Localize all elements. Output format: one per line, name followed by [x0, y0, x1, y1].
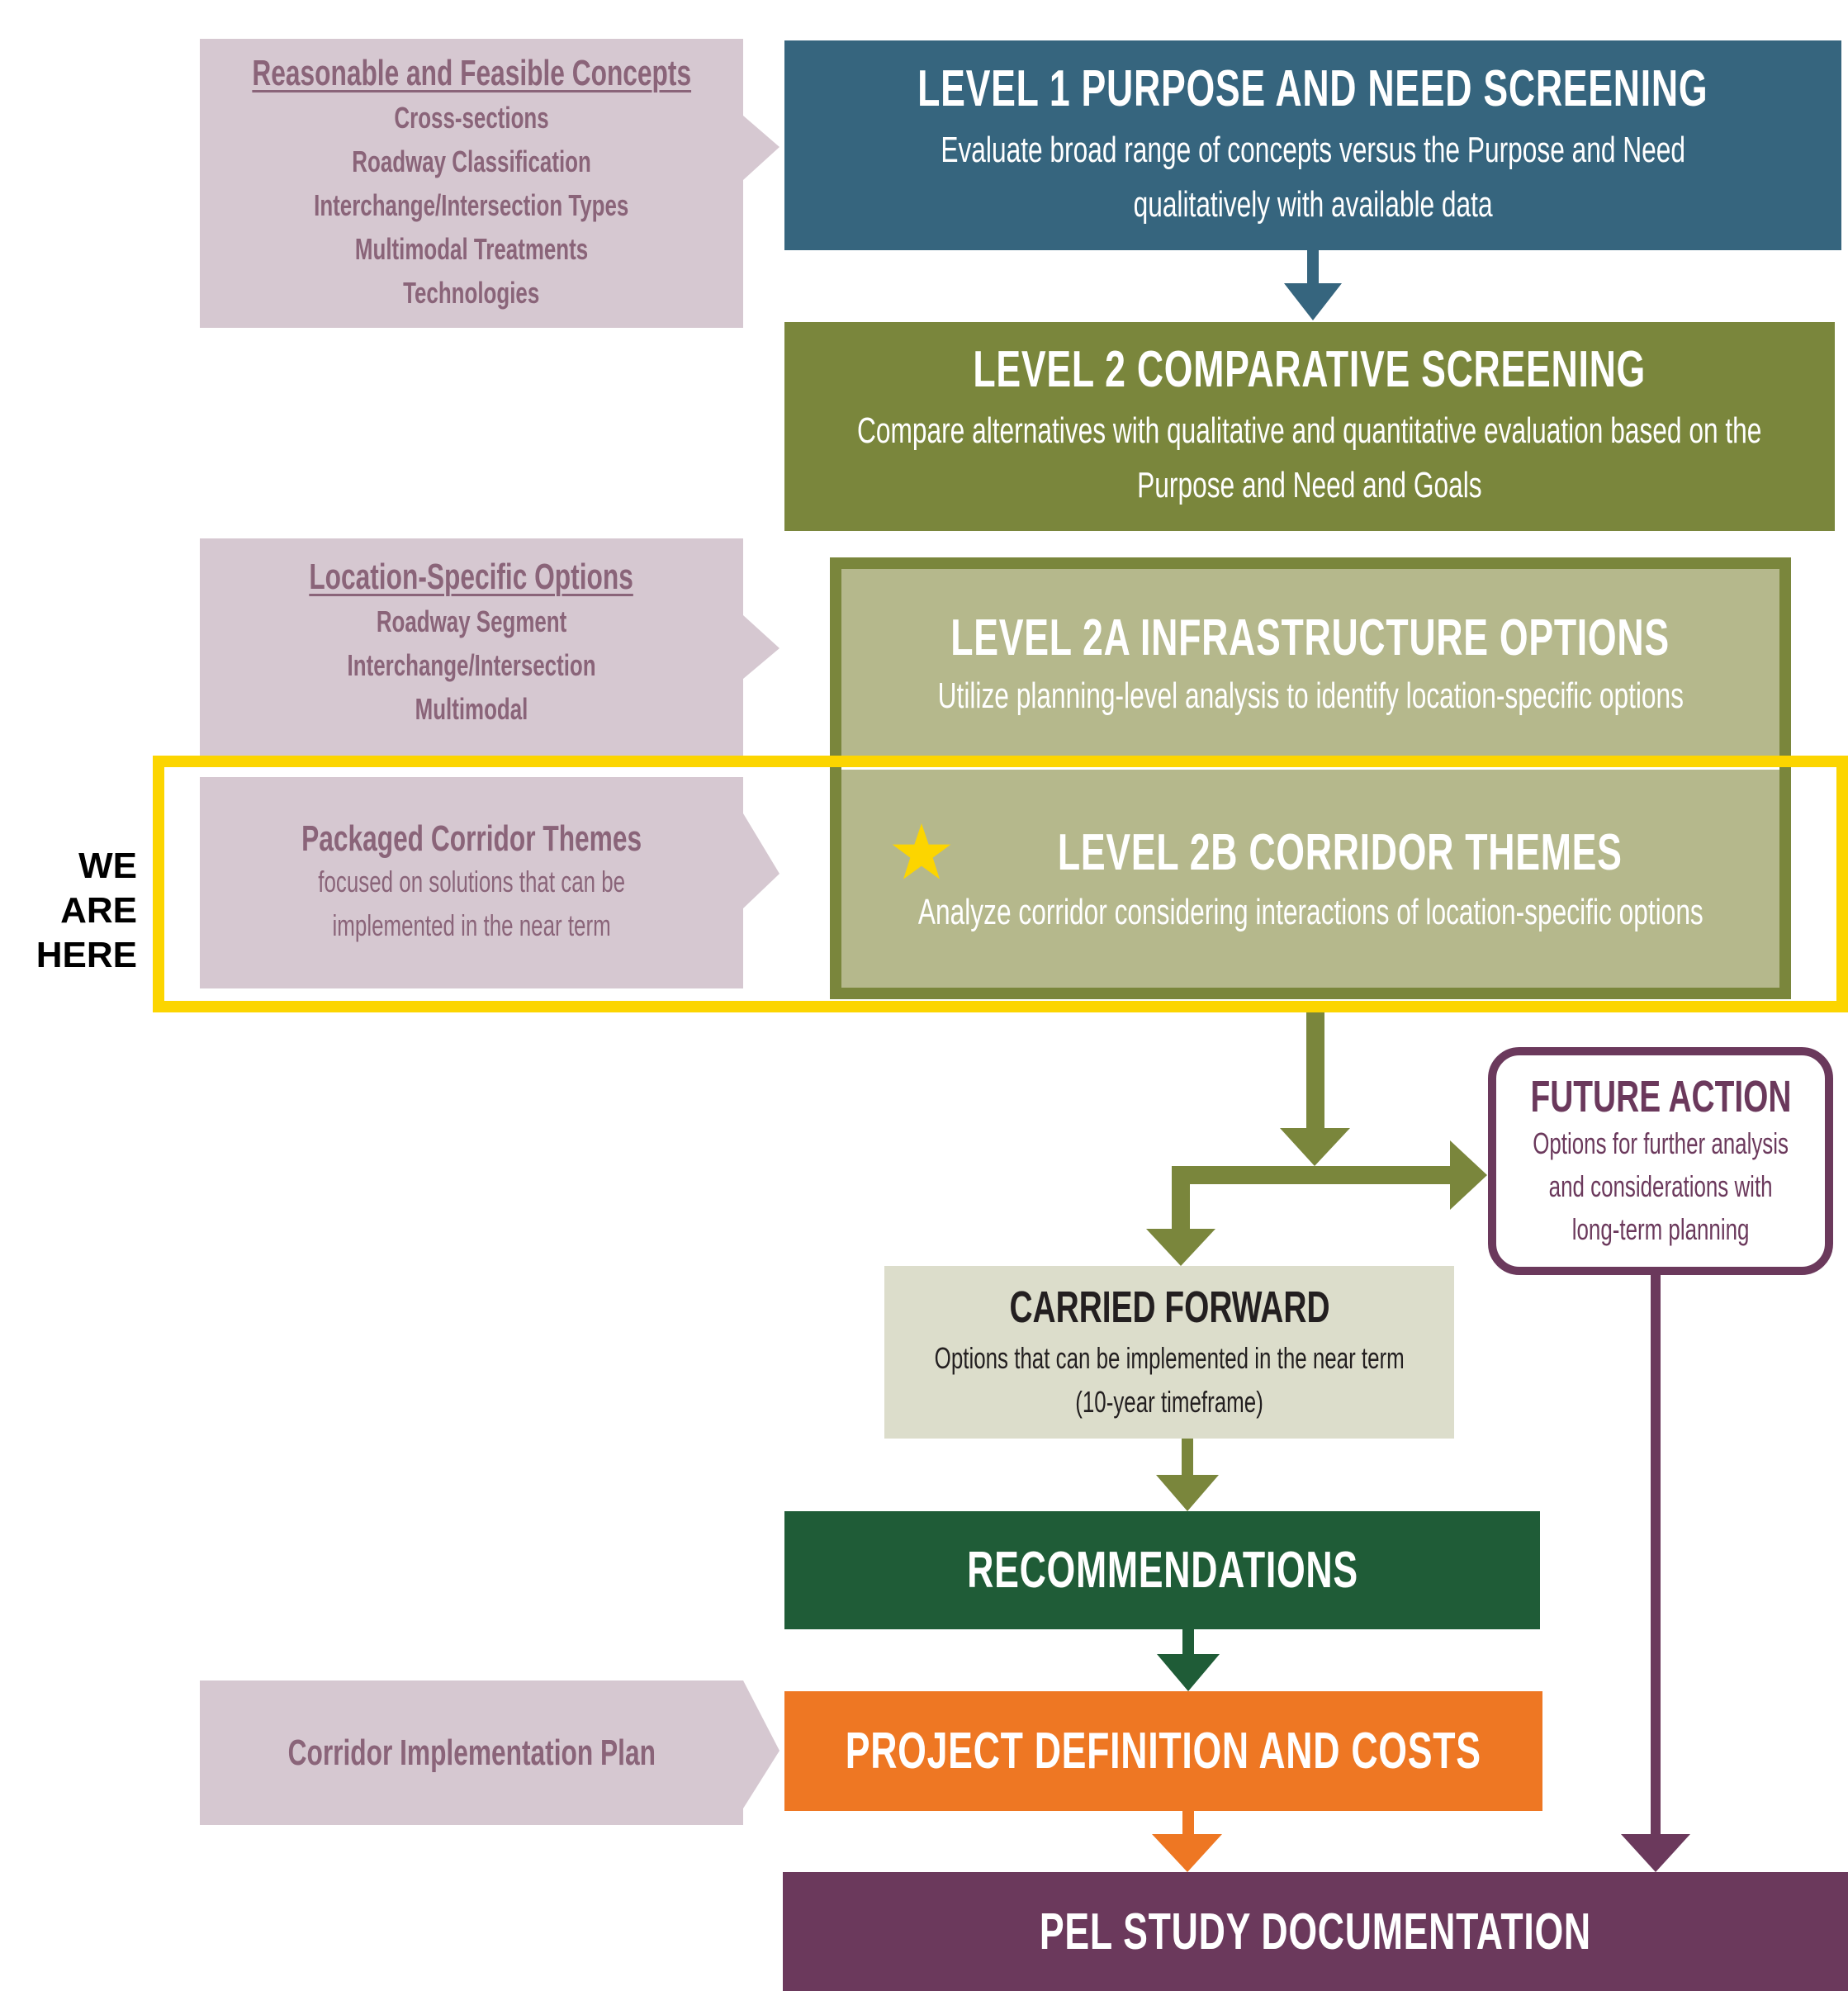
concepts-item: Roadway Classification	[352, 144, 591, 178]
level2-description: Purpose and Need and Goals	[1137, 465, 1482, 505]
arrow-proj-pel-head	[1152, 1834, 1222, 1872]
concepts-item: Cross-sections	[394, 100, 549, 135]
current-stage-highlight	[153, 756, 1848, 1012]
location-item: Roadway Segment	[376, 604, 567, 638]
arrow-future-head	[1450, 1140, 1487, 1210]
level2a-2b-divider	[841, 767, 1779, 770]
concepts-item: Multimodal Treatments	[354, 231, 589, 266]
arrow-split-shaft	[1306, 1012, 1324, 1129]
carried-forward-box: CARRIED FORWARD Options that can be impl…	[884, 1266, 1454, 1439]
recommendations-box: RECOMMENDATIONS	[784, 1511, 1540, 1629]
packaged-subtitle: focused on solutions that can be	[318, 865, 625, 898]
carried-forward-description: Options that can be implemented in the n…	[934, 1340, 1405, 1375]
we-are-here-line: HERE	[36, 935, 137, 975]
location-box: Location-Specific Options Roadway Segmen…	[200, 538, 743, 759]
level1-box: LEVEL 1 PURPOSE AND NEED SCREENING Evalu…	[784, 40, 1841, 250]
level1-title: LEVEL 1 PURPOSE AND NEED SCREENING	[917, 59, 1708, 117]
future-action-box: FUTURE ACTION Options for further analys…	[1488, 1047, 1833, 1275]
location-title: Location-Specific Options	[309, 557, 634, 597]
concepts-item: Interchange/Intersection Types	[314, 187, 629, 222]
carried-forward-title: CARRIED FORWARD	[1008, 1282, 1330, 1332]
location-item: Interchange/Intersection	[347, 648, 596, 682]
arrow-branch-vertical	[1172, 1166, 1190, 1229]
implementation-plan-box: Corridor Implementation Plan	[200, 1680, 743, 1825]
level2b-box: LEVEL 2B CORRIDOR THEMES Analyze corrido…	[841, 772, 1779, 987]
arrow-proj-pel-shaft	[1182, 1811, 1194, 1834]
star-icon	[892, 823, 951, 879]
future-action-description: long-term planning	[1571, 1212, 1750, 1246]
level1-description: Evaluate broad range of concepts versus …	[941, 129, 1685, 170]
level2-description: Compare alternatives with qualitative an…	[857, 410, 1762, 451]
packaged-themes-box: Packaged Corridor Themes focused on solu…	[200, 777, 743, 988]
level2b-description: Analyze corridor considering interaction…	[917, 892, 1703, 932]
project-definition-box: PROJECT DEFINITION AND COSTS	[784, 1691, 1542, 1811]
concepts-title: Reasonable and Feasible Concepts	[252, 52, 691, 93]
arrow-branch-horizontal	[1172, 1166, 1452, 1184]
concepts-item: Technologies	[403, 275, 540, 310]
arrow-l1-l2-head	[1284, 283, 1342, 320]
packaged-title: Packaged Corridor Themes	[301, 818, 642, 859]
pel-documentation-title: PEL STUDY DOCUMENTATION	[1039, 1903, 1591, 1960]
we-are-here-line: WE ARE	[60, 846, 137, 931]
pel-documentation-box: PEL STUDY DOCUMENTATION	[783, 1872, 1848, 1991]
arrow-rec-proj-head	[1157, 1654, 1220, 1691]
concepts-box: Reasonable and Feasible Concepts Cross-s…	[200, 39, 743, 328]
level2a-title: LEVEL 2A INFRASTRUCTURE OPTIONS	[950, 609, 1670, 666]
future-action-description: and considerations with	[1548, 1169, 1773, 1203]
future-action-description: Options for further analysis	[1533, 1126, 1789, 1160]
implementation-title: Corridor Implementation Plan	[287, 1732, 656, 1773]
arrow-split-head	[1280, 1128, 1350, 1166]
arrow-cf-rec-shaft	[1182, 1439, 1193, 1475]
location-chevron	[743, 615, 779, 679]
arrow-l1-l2-shaft	[1307, 250, 1319, 283]
arrow-future-pel-head	[1621, 1834, 1690, 1872]
packaged-chevron	[743, 813, 779, 908]
recommendations-title: RECOMMENDATIONS	[966, 1542, 1358, 1599]
future-action-title: FUTURE ACTION	[1529, 1072, 1792, 1121]
implementation-chevron	[743, 1680, 779, 1808]
level2a-description: Utilize planning-level analysis to ident…	[937, 676, 1684, 716]
packaged-subtitle: implemented in the near term	[332, 908, 611, 942]
location-item: Multimodal	[415, 692, 528, 726]
arrow-cf-rec-head	[1156, 1475, 1219, 1511]
we-are-here-label: WE ARE HERE	[0, 844, 137, 978]
level2a-box: LEVEL 2A INFRASTRUCTURE OPTIONS Utilize …	[841, 569, 1779, 763]
arrow-carried-head	[1146, 1229, 1215, 1266]
level2-title: LEVEL 2 COMPARATIVE SCREENING	[973, 341, 1647, 398]
level2-substeps-frame	[830, 557, 1791, 999]
concepts-chevron	[743, 116, 779, 180]
arrow-rec-proj-shaft	[1182, 1629, 1194, 1654]
arrow-future-pel-shaft	[1651, 1275, 1661, 1835]
project-definition-title: PROJECT DEFINITION AND COSTS	[846, 1723, 1481, 1780]
level1-description: qualitatively with available data	[1133, 183, 1493, 225]
level2b-title: LEVEL 2B CORRIDOR THEMES	[1058, 823, 1623, 881]
carried-forward-description: (10-year timeframe)	[1075, 1384, 1263, 1419]
level2-box: LEVEL 2 COMPARATIVE SCREENING Compare al…	[784, 322, 1835, 531]
